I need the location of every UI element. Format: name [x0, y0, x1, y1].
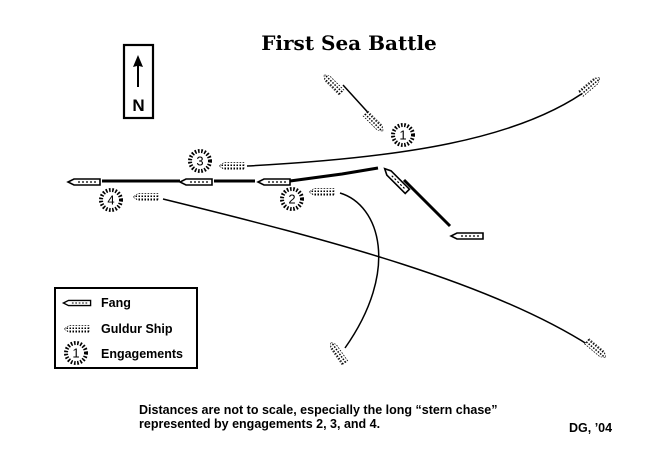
north-arrow-icon [133, 55, 143, 87]
legend-engagement-marker: 1 [64, 341, 88, 365]
fang-ship-icon [179, 178, 213, 186]
engagement-marker-3: 3 [188, 149, 212, 173]
fang-ship-icon [62, 299, 92, 307]
guldur-ship-icon [584, 338, 609, 361]
guldur-track-engagement-2 [339, 192, 380, 349]
legend-label-engagements: Engagements [101, 347, 183, 361]
engagement-number: 1 [399, 128, 406, 143]
guldur-ship-icon [218, 162, 245, 170]
engagement-number: 2 [288, 192, 295, 207]
engagement-marker-1: 1 [391, 123, 415, 147]
legend-label-fang: Fang [101, 296, 131, 310]
fang-turn-track [402, 178, 452, 228]
fang-ship-icon [67, 178, 101, 186]
diagram-title: First Sea Battle [261, 31, 437, 55]
legend-label-guldur: Guldur Ship [101, 322, 173, 336]
north-compass: N [122, 43, 155, 120]
guldur-ship-icon [132, 193, 159, 201]
guldur-ship-icon [63, 325, 90, 333]
engagement-marker-4: 4 [99, 188, 123, 212]
north-label: N [132, 96, 144, 115]
footnote-line-1: Distances are not to scale, especially t… [139, 403, 497, 417]
fang-ship-icon [450, 232, 484, 240]
guldur-track-engagement-4 [162, 198, 591, 347]
signature: DG, ’04 [569, 421, 612, 435]
guldur-track-engagement-3 [246, 87, 591, 167]
guldur-ship-icon [327, 340, 349, 366]
engagement-marker-2: 2 [280, 187, 304, 211]
engagement-number: 3 [196, 154, 203, 169]
svg-text:1: 1 [72, 346, 79, 361]
legend: Fang Guldur Ship 1 Engagements [54, 287, 198, 369]
footnote-line-2: represented by engagements 2, 3, and 4. [139, 417, 380, 431]
fang-ship-icon [257, 178, 291, 186]
fang-track [102, 166, 379, 183]
engagement-number: 4 [107, 193, 114, 208]
guldur-ship-icon [362, 110, 386, 134]
guldur-ship-icon [578, 74, 603, 97]
guldur-ship-icon [308, 188, 335, 196]
guldur-ship-icon [321, 72, 345, 96]
